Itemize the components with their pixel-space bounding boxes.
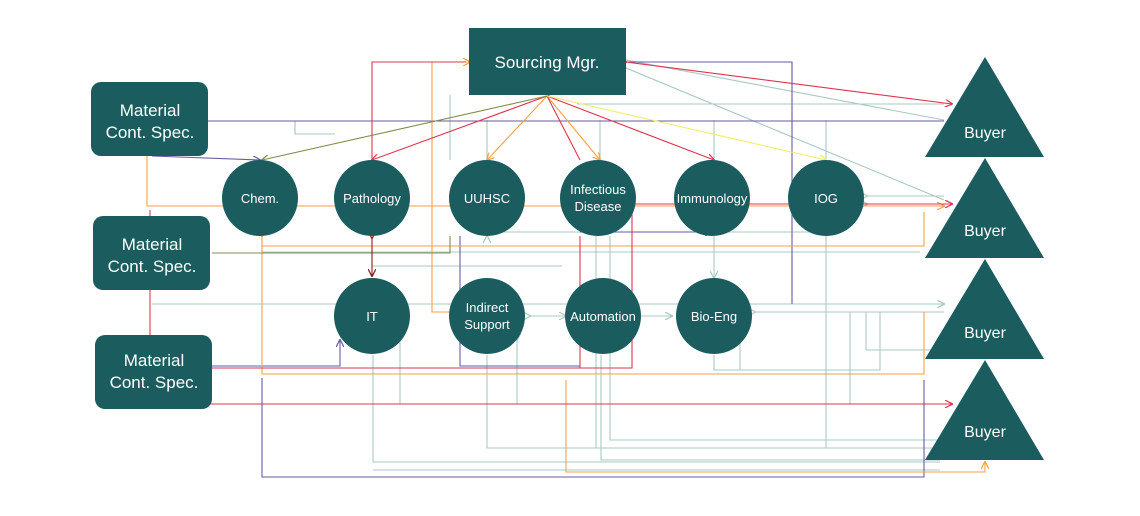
mcs2-line1: Material [122,235,182,254]
edge-teal [487,231,827,240]
edge-olive [262,95,548,160]
buyer-node-1[interactable]: Buyer [925,57,1044,157]
edge-teal [713,312,881,371]
edge-teal [294,121,335,135]
mcs3-line2: Cont. Spec. [110,373,199,392]
pathology-label: Pathology [343,191,401,206]
material-cont-spec-node-2[interactable]: Material Cont. Spec. [93,216,210,290]
edge-orange [565,380,985,473]
infectious-line2: Disease [575,199,622,214]
edge-orange [262,236,925,375]
automation-node[interactable]: Automation [565,278,641,354]
iog-label: IOG [814,191,838,206]
edge-teal [294,120,944,134]
edge-purple [459,236,580,367]
sourcing-mgr-node[interactable]: Sourcing Mgr. [469,28,626,95]
edge-red [371,61,466,160]
pathology-node[interactable]: Pathology [334,160,410,236]
bio-eng-label: Bio-Eng [691,309,737,324]
iog-node[interactable]: IOG [788,160,864,236]
edge-teal [609,236,940,441]
chem-node[interactable]: Chem. [222,160,298,236]
uuhsc-node[interactable]: UUHSC [449,160,525,236]
immunology-node[interactable]: Immunology [674,160,750,236]
sourcing-mgr-label: Sourcing Mgr. [495,53,600,72]
material-cont-spec-node-3[interactable]: Material Cont. Spec. [95,335,212,409]
automation-label: Automation [570,309,636,324]
mcs3-line1: Material [124,351,184,370]
mcs1-line1: Material [120,101,180,120]
purple-connectors [151,62,944,478]
buyer1-label: Buyer [964,125,1006,142]
infectious-disease-node[interactable]: Infectious Disease [560,160,636,236]
edge-red [546,95,581,161]
nodes: Sourcing Mgr. Material Cont. Spec. Mater… [91,28,1044,460]
edge-red [372,95,548,160]
infectious-line1: Infectious [570,182,626,197]
indirect-line2: Support [464,317,510,332]
edge-yellow [546,95,826,160]
edge-orange [487,95,548,160]
edge-olive [212,236,451,254]
edge-orange [546,95,600,160]
edge-red [626,62,952,104]
buyer-node-3[interactable]: Buyer [925,259,1044,359]
immunology-label: Immunology [677,191,748,206]
edge-purple [151,155,260,160]
edge-red [546,95,714,160]
buyer3-label: Buyer [964,325,1006,342]
mcs1-line2: Cont. Spec. [106,123,195,142]
indirect-line1: Indirect [466,300,509,315]
edge-teal [372,355,940,463]
olive-connectors [212,95,548,254]
buyer-node-2[interactable]: Buyer [925,158,1044,258]
edge-orange [262,212,925,247]
material-cont-spec-node-1[interactable]: Material Cont. Spec. [91,82,208,156]
edge-teal [626,60,945,121]
edge-teal [600,355,940,461]
mcs2-line2: Cont. Spec. [108,257,197,276]
edge-red [149,210,952,404]
buyer4-label: Buyer [964,424,1006,441]
edge-teal [626,68,945,201]
it-label: IT [366,309,378,324]
edge-teal [486,355,940,449]
bio-eng-node[interactable]: Bio-Eng [676,278,752,354]
buyer-node-4[interactable]: Buyer [925,360,1044,460]
connectors [146,60,985,478]
chem-label: Chem. [241,191,279,206]
orange-connectors [146,62,985,473]
it-node[interactable]: IT [334,278,410,354]
buyer2-label: Buyer [964,223,1006,240]
uuhsc-label: UUHSC [464,191,510,206]
edge-purple [261,378,925,478]
edge-purple [212,340,340,367]
yellow-connectors [546,95,826,160]
edge-teal [865,312,940,351]
indirect-support-node[interactable]: Indirect Support [449,278,525,354]
